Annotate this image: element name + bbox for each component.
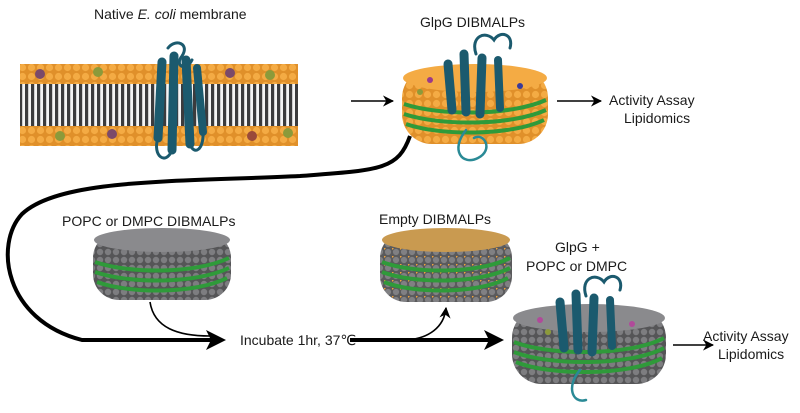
arrow-popc-merge <box>149 301 211 337</box>
activity-assay-bottom-label: Activity Assay <box>703 328 789 344</box>
curve-arrow-flow <box>5 135 412 350</box>
lipidomics-bottom-label: Lipidomics <box>718 346 784 362</box>
popc-dmpc-dibmalps-label: POPC or DMPC DIBMALPs <box>62 213 235 229</box>
incubate-label: Incubate 1hr, 37℃ <box>240 332 356 348</box>
arrow-to-empty-dibmalp <box>407 306 451 341</box>
popc-or-dmpc-label: POPC or DMPC <box>526 258 627 274</box>
glpg-protein-top <box>443 32 513 162</box>
glpg-dibmalp-top <box>402 64 548 144</box>
popc-dmpc-dibmalp <box>93 228 231 300</box>
glpg-dibmalps-label: GlpG DIBMALPs <box>420 14 525 30</box>
glpg-protein-bottom <box>555 274 623 402</box>
arrows <box>5 95 715 351</box>
lipidomics-top-label: Lipidomics <box>624 110 690 126</box>
empty-dibmalps-label: Empty DIBMALPs <box>379 211 491 227</box>
native-membrane-label: Native E. coli membrane <box>94 6 247 22</box>
empty-dibmalp <box>380 228 512 302</box>
glpg-protein-native <box>153 41 207 160</box>
glpg-plus-label: GlpG + <box>555 239 600 255</box>
activity-assay-top-label: Activity Assay <box>609 92 695 108</box>
